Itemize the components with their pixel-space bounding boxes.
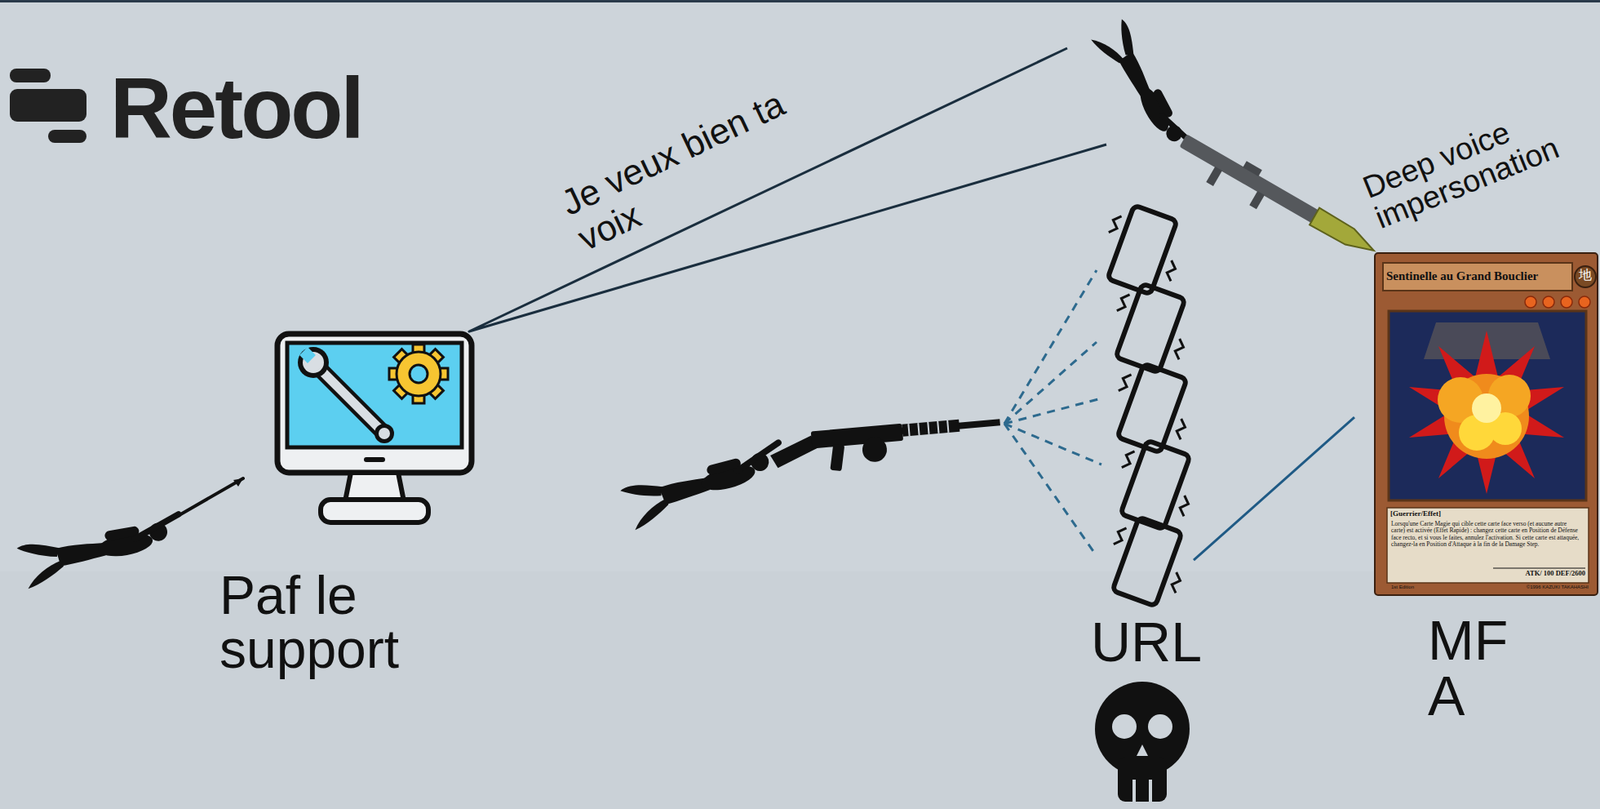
tommy-gun-diver bbox=[947, 420, 949, 433]
spray-lines bbox=[1004, 270, 1102, 556]
retool-logo-icon bbox=[9, 68, 51, 83]
spray-lines bbox=[1004, 398, 1102, 424]
node-label: MFA bbox=[1427, 611, 1518, 723]
bazooka-diver bbox=[1170, 128, 1381, 272]
bazooka-diver bbox=[1249, 190, 1265, 209]
trading-card bbox=[1574, 265, 1596, 288]
trading-card bbox=[1374, 252, 1598, 595]
support-monitor-icon bbox=[320, 499, 429, 523]
skull-icon bbox=[1147, 713, 1173, 739]
harpoon-diver bbox=[233, 478, 244, 487]
support-monitor-icon bbox=[374, 423, 395, 444]
skull-icon bbox=[1117, 757, 1167, 802]
retool-logo-icon bbox=[9, 88, 87, 122]
tommy-gun-diver bbox=[908, 423, 909, 436]
connector-line bbox=[469, 48, 1107, 332]
trading-card bbox=[1578, 296, 1591, 308]
spray-lines bbox=[1004, 423, 1102, 465]
phone-stack bbox=[1098, 511, 1196, 612]
support-monitor-icon bbox=[277, 333, 472, 473]
tommy-gun-diver bbox=[861, 436, 889, 464]
card-attribute: 地 bbox=[1577, 268, 1593, 282]
node-label: URL bbox=[1090, 613, 1202, 670]
bazooka-diver bbox=[1179, 133, 1323, 226]
trading-card bbox=[1471, 393, 1502, 423]
mfa-card: MFASentinelle au Grand Bouclier地[Guerrie… bbox=[1374, 252, 1598, 595]
support-monitor-icon bbox=[396, 351, 441, 396]
support-monitor: Paf le support bbox=[274, 331, 475, 526]
skull-icon bbox=[1136, 744, 1148, 756]
card-effect-text: Lorsqu'une Carte Magie qui cible cette c… bbox=[1391, 520, 1583, 549]
card-stats: ATK/ 100 DEF/2600 bbox=[1489, 569, 1586, 577]
card-copyright: ©1996 KAZUKI TAKAHASHI bbox=[1497, 584, 1589, 590]
tommy-gun-diver bbox=[937, 421, 939, 434]
retool-logo-icon bbox=[9, 68, 87, 143]
trading-card bbox=[1387, 507, 1589, 583]
phone-stack bbox=[1093, 199, 1204, 612]
skull-icon bbox=[1148, 779, 1153, 802]
bazooka-diver bbox=[1089, 17, 1381, 272]
trading-card bbox=[1542, 296, 1555, 308]
card-title: Sentinelle au Grand Bouclier bbox=[1386, 269, 1538, 284]
tommy-gun-diver bbox=[927, 421, 929, 435]
support-monitor-icon bbox=[389, 344, 448, 404]
support-monitor-icon bbox=[287, 342, 462, 448]
support-monitor-icon bbox=[297, 346, 329, 378]
tommy-gun-diver bbox=[619, 414, 1004, 531]
tommy-gun-diver bbox=[811, 423, 904, 449]
tommy-gun-diver bbox=[829, 443, 845, 471]
skull-icon bbox=[1112, 713, 1137, 739]
trading-card bbox=[1374, 252, 1598, 595]
bazooka-diver bbox=[1205, 166, 1223, 187]
phone-stack-node: URL bbox=[1093, 203, 1200, 604]
node-label: Paf le support bbox=[219, 567, 432, 676]
support-monitor-icon bbox=[363, 456, 386, 462]
attacker-diver: Deep voice impersonation bbox=[1106, 9, 1372, 255]
phone-stack bbox=[1106, 434, 1204, 535]
card-type: [Guerrier/Effet] bbox=[1390, 509, 1441, 519]
support-monitor-icon bbox=[345, 472, 404, 501]
trading-card bbox=[1524, 296, 1537, 308]
bazooka-diver bbox=[1089, 17, 1195, 166]
connector-line bbox=[1193, 416, 1355, 560]
bazooka-diver bbox=[1309, 208, 1379, 260]
bazooka-diver bbox=[1242, 160, 1263, 177]
trading-card bbox=[1382, 262, 1573, 291]
trading-card bbox=[1409, 330, 1565, 494]
spray-lines bbox=[1004, 270, 1097, 424]
harpoon-diver bbox=[177, 478, 244, 516]
phone-stack bbox=[1101, 278, 1199, 378]
harpoon-diver bbox=[15, 514, 187, 590]
support-monitor-icon bbox=[378, 427, 391, 439]
card-edition: 1st Edition bbox=[1391, 584, 1414, 590]
support-monitor-icon bbox=[316, 365, 382, 431]
tommy-gun-diver bbox=[768, 414, 1003, 477]
support-monitor-icon bbox=[299, 346, 316, 364]
tommy-gun-diver bbox=[917, 422, 919, 435]
retool-logo-icon bbox=[48, 129, 87, 143]
support-monitor-icon bbox=[277, 333, 472, 523]
spray-lines bbox=[1004, 423, 1097, 556]
logo-wordmark: Retool bbox=[110, 65, 363, 151]
tommy-gun-diver bbox=[619, 442, 791, 531]
support-monitor-icon bbox=[409, 364, 428, 383]
support-monitor-icon bbox=[316, 365, 382, 431]
skull-icon bbox=[1094, 681, 1190, 802]
tommy-gun-diver bbox=[768, 434, 819, 469]
trading-card bbox=[1560, 296, 1573, 308]
skull-icon bbox=[1132, 779, 1136, 802]
trading-card bbox=[1493, 567, 1586, 569]
trading-card bbox=[1388, 310, 1587, 501]
tommy-gun-diver bbox=[901, 419, 960, 437]
harpoon-diver bbox=[15, 478, 244, 590]
top-strip bbox=[0, 0, 1600, 3]
